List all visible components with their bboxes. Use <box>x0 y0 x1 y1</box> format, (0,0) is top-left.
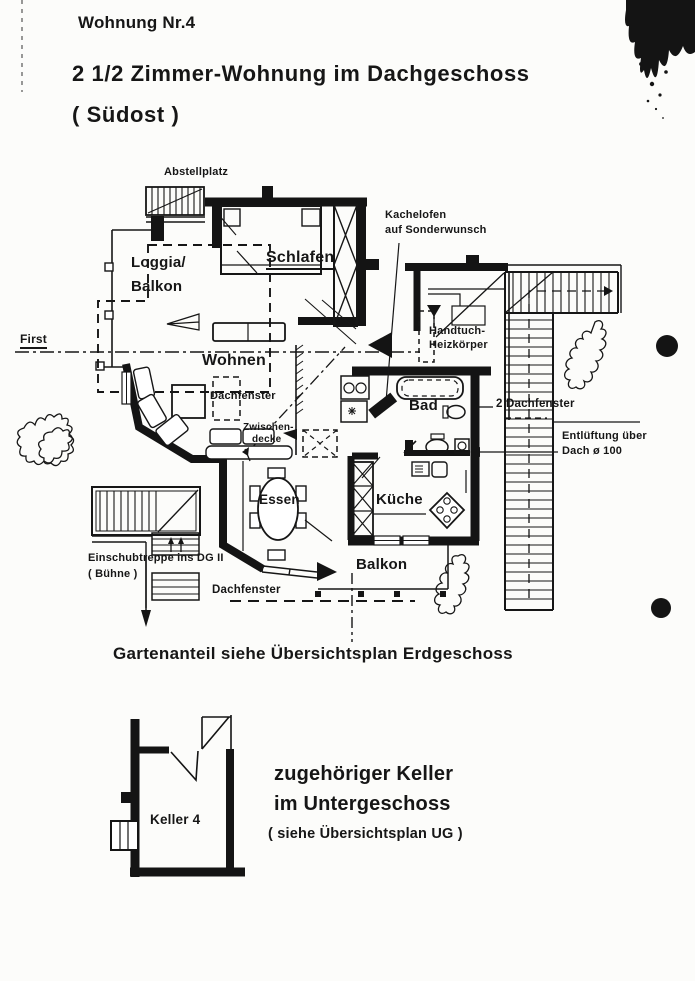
skylight-dashed-box <box>212 376 241 421</box>
scan-blob-artifact <box>625 0 695 119</box>
label-zwischendecke-1: Zwischen- <box>243 422 294 433</box>
cellar-note-1: zugehöriger Keller <box>274 763 454 785</box>
loggia-outline <box>95 229 271 393</box>
page-title-main: 2 1/2 Zimmer-Wohnung im Dachgeschoss <box>72 61 530 86</box>
label-dachfenster-unten: Dachfenster <box>212 584 281 596</box>
label-entlueftung-1: Entlüftung über <box>562 430 647 442</box>
door-swing-lines <box>304 298 357 345</box>
window-symbols <box>121 371 430 546</box>
hole-punch-dot-top <box>656 335 678 357</box>
tiled-stove <box>368 242 400 419</box>
cellar-room-label: Keller 4 <box>150 812 201 827</box>
label-handtuch-1: Handtuch- <box>429 325 486 337</box>
label-handtuch-2: Heizkörper <box>429 339 488 351</box>
label-abstellplatz: Abstellplatz <box>164 166 229 178</box>
bath-fixtures <box>340 375 470 456</box>
attic-stair <box>91 486 201 627</box>
room-label-kueche: Küche <box>376 491 423 508</box>
partition-hatched <box>295 344 304 455</box>
room-label-wohnen: Wohnen <box>202 352 267 369</box>
label-kachelofen-2: auf Sonderwunsch <box>385 224 487 236</box>
staircase-common <box>435 264 640 611</box>
label-zwischendecke-2: decke <box>252 434 282 445</box>
page-title-apartment-no: Wohnung Nr.4 <box>78 13 196 32</box>
label-einschubtreppe: Einschubtreppe ins DG II <box>88 552 224 564</box>
wall-stubs <box>151 186 479 270</box>
dining-table-set <box>242 461 333 561</box>
bed <box>220 205 322 275</box>
balcony <box>230 545 449 602</box>
garden-note: Gartenanteil siehe Übersichtsplan Erdges… <box>113 644 513 663</box>
annotation-leaders <box>470 406 558 457</box>
cellar-note-3: ( siehe Übersichtsplan UG ) <box>268 826 463 842</box>
kitchen-fixtures <box>351 456 467 537</box>
zwischendecke-marker <box>242 429 338 462</box>
sofa-set <box>132 366 293 460</box>
room-label-essen: Essen <box>259 492 300 507</box>
hole-punch-dot-bottom <box>651 598 671 618</box>
sideboard <box>212 322 286 342</box>
room-label-loggia-1: Loggia/ <box>131 254 186 271</box>
bay-window-strip <box>261 562 337 581</box>
label-kachelofen-1: Kachelofen <box>385 209 447 221</box>
cellar-note-2: im Untergeschoss <box>274 793 451 815</box>
room-label-balkon: Balkon <box>356 556 408 573</box>
label-dachfenster-wohnen: Dachfenster <box>210 390 276 402</box>
label-zwei-dachfenster: 2 Dachfenster <box>496 398 575 410</box>
page-title-orientation: ( Südost ) <box>72 102 180 127</box>
wardrobe <box>333 204 358 327</box>
room-label-schlafen: Schlafen <box>266 249 335 270</box>
cellar-plan <box>110 715 245 877</box>
entry-arrow <box>368 332 392 358</box>
room-label-bad: Bad <box>409 397 438 414</box>
label-entlueftung-2: Dach ø 100 <box>562 445 623 457</box>
label-first-ridge: First <box>20 333 48 349</box>
label-buehne: ( Bühne ) <box>88 568 138 580</box>
tree-sketches <box>16 320 607 615</box>
room-label-loggia-2: Balkon <box>131 278 183 295</box>
